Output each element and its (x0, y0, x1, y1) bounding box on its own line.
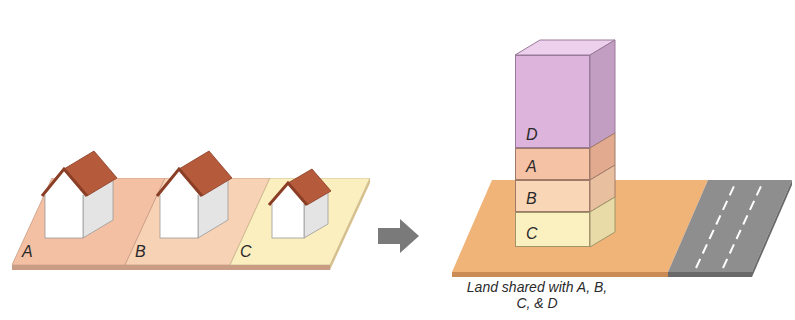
plot-letter: C (240, 243, 252, 261)
tower-side (590, 40, 615, 148)
house-front (45, 193, 83, 238)
tower-floor: A (515, 148, 590, 180)
plot-letter: D (526, 126, 538, 144)
roof-edge (269, 183, 307, 205)
transition-arrow (378, 219, 419, 253)
plot-letter: B (526, 190, 537, 208)
roof-edge (157, 169, 202, 196)
lane-marking (696, 184, 735, 268)
tower-floor: D (515, 55, 590, 148)
ground-edge (452, 272, 668, 277)
house-roof (64, 151, 117, 196)
tower-floor: C (515, 212, 590, 247)
tower-floor: B (515, 180, 590, 212)
caption-label: Land shared with A, B, C, & D (462, 279, 612, 311)
plot-letter: A (526, 158, 537, 176)
roof-edge (42, 169, 87, 196)
road-edge (668, 272, 752, 277)
plot-letter: A (22, 243, 33, 261)
house-roof (179, 151, 232, 196)
shared-land (452, 180, 708, 272)
lane-marking (723, 184, 762, 268)
house-front (272, 202, 304, 238)
ground-edge (12, 265, 330, 270)
plot-letter: C (526, 225, 538, 243)
house-front (160, 193, 198, 238)
plot-letter: B (135, 243, 146, 261)
tower-side (590, 197, 615, 247)
house-roof (288, 169, 331, 205)
